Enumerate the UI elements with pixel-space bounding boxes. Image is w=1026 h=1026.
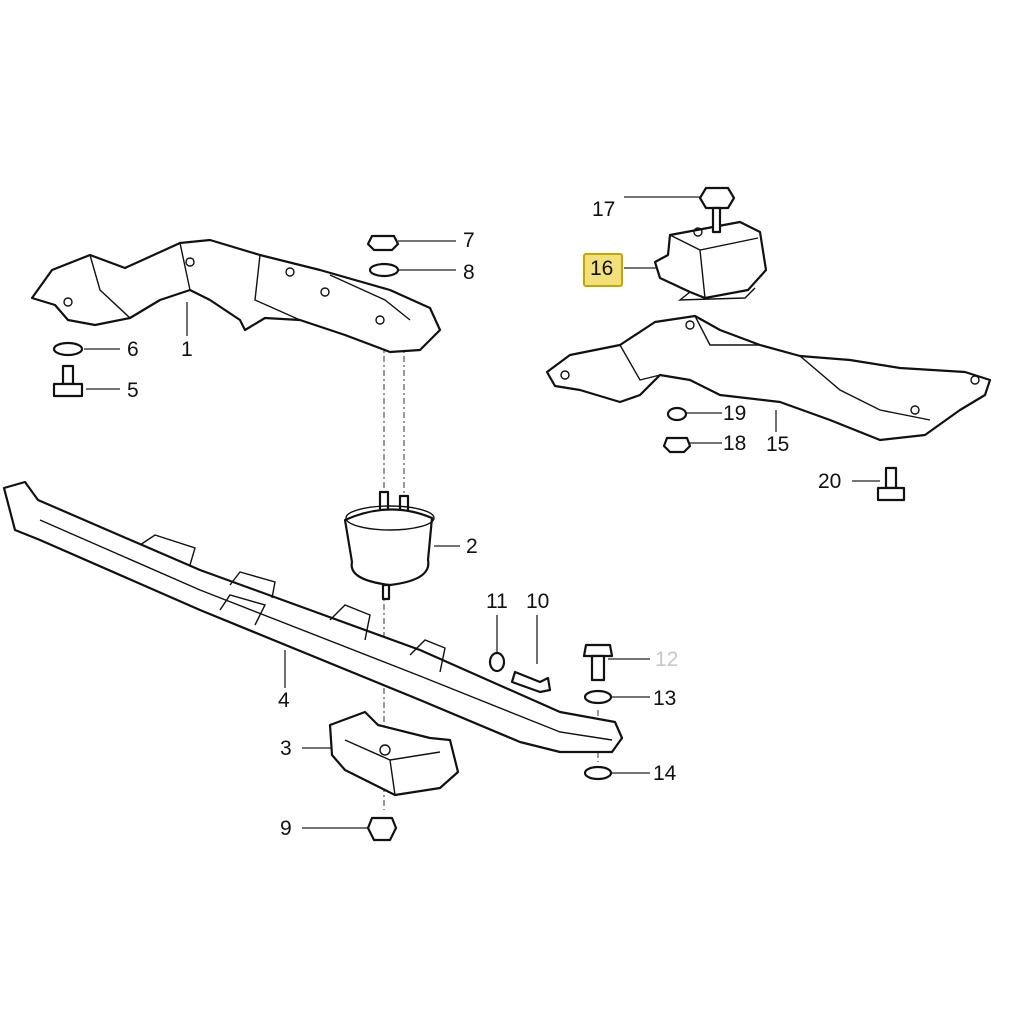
part-3-mount-bracket [328,710,460,797]
callout-9[interactable]: 9 [280,817,292,840]
part-1-transmission-bracket [30,238,442,354]
callout-12[interactable]: 12 [655,648,679,671]
part-5-bolt [52,364,84,398]
part-14-washer [583,765,613,781]
callout-1[interactable]: 1 [181,338,193,361]
part-8-washer [368,262,400,278]
callout-8[interactable]: 8 [463,261,475,284]
part-11-washer [488,651,506,673]
part-13-washer [583,689,613,705]
highlight-box-16 [583,253,623,287]
callout-10[interactable]: 10 [526,590,550,613]
part-20-bolt [876,466,906,502]
callout-7[interactable]: 7 [463,229,475,252]
callout-14[interactable]: 14 [653,762,677,785]
callout-16[interactable]: 16 [590,257,614,280]
callout-17[interactable]: 17 [592,198,616,221]
part-18-nut [662,436,692,454]
callout-2[interactable]: 2 [466,535,478,558]
part-12-bolt [582,643,614,682]
callout-3[interactable]: 3 [280,737,292,760]
part-17-nut [698,186,736,234]
part-10-bolt [510,670,552,694]
callout-11[interactable]: 11 [486,590,508,613]
part-9-nut [366,816,398,842]
part-6-washer [52,341,84,357]
callout-15[interactable]: 15 [766,433,790,456]
part-7-nut [366,234,400,252]
callout-5[interactable]: 5 [127,379,139,402]
callout-20[interactable]: 20 [818,470,842,493]
part-15-crossmember [545,314,992,442]
part-4-subframe-rail [2,480,624,754]
part-19-washer [666,406,688,422]
callout-13[interactable]: 13 [653,687,677,710]
callout-19[interactable]: 19 [723,402,747,425]
callout-18[interactable]: 18 [723,432,747,455]
part-2-engine-mount [343,490,435,601]
callout-4[interactable]: 4 [278,689,290,712]
part-16-transmission-mount [653,220,768,301]
callout-6[interactable]: 6 [127,338,139,361]
